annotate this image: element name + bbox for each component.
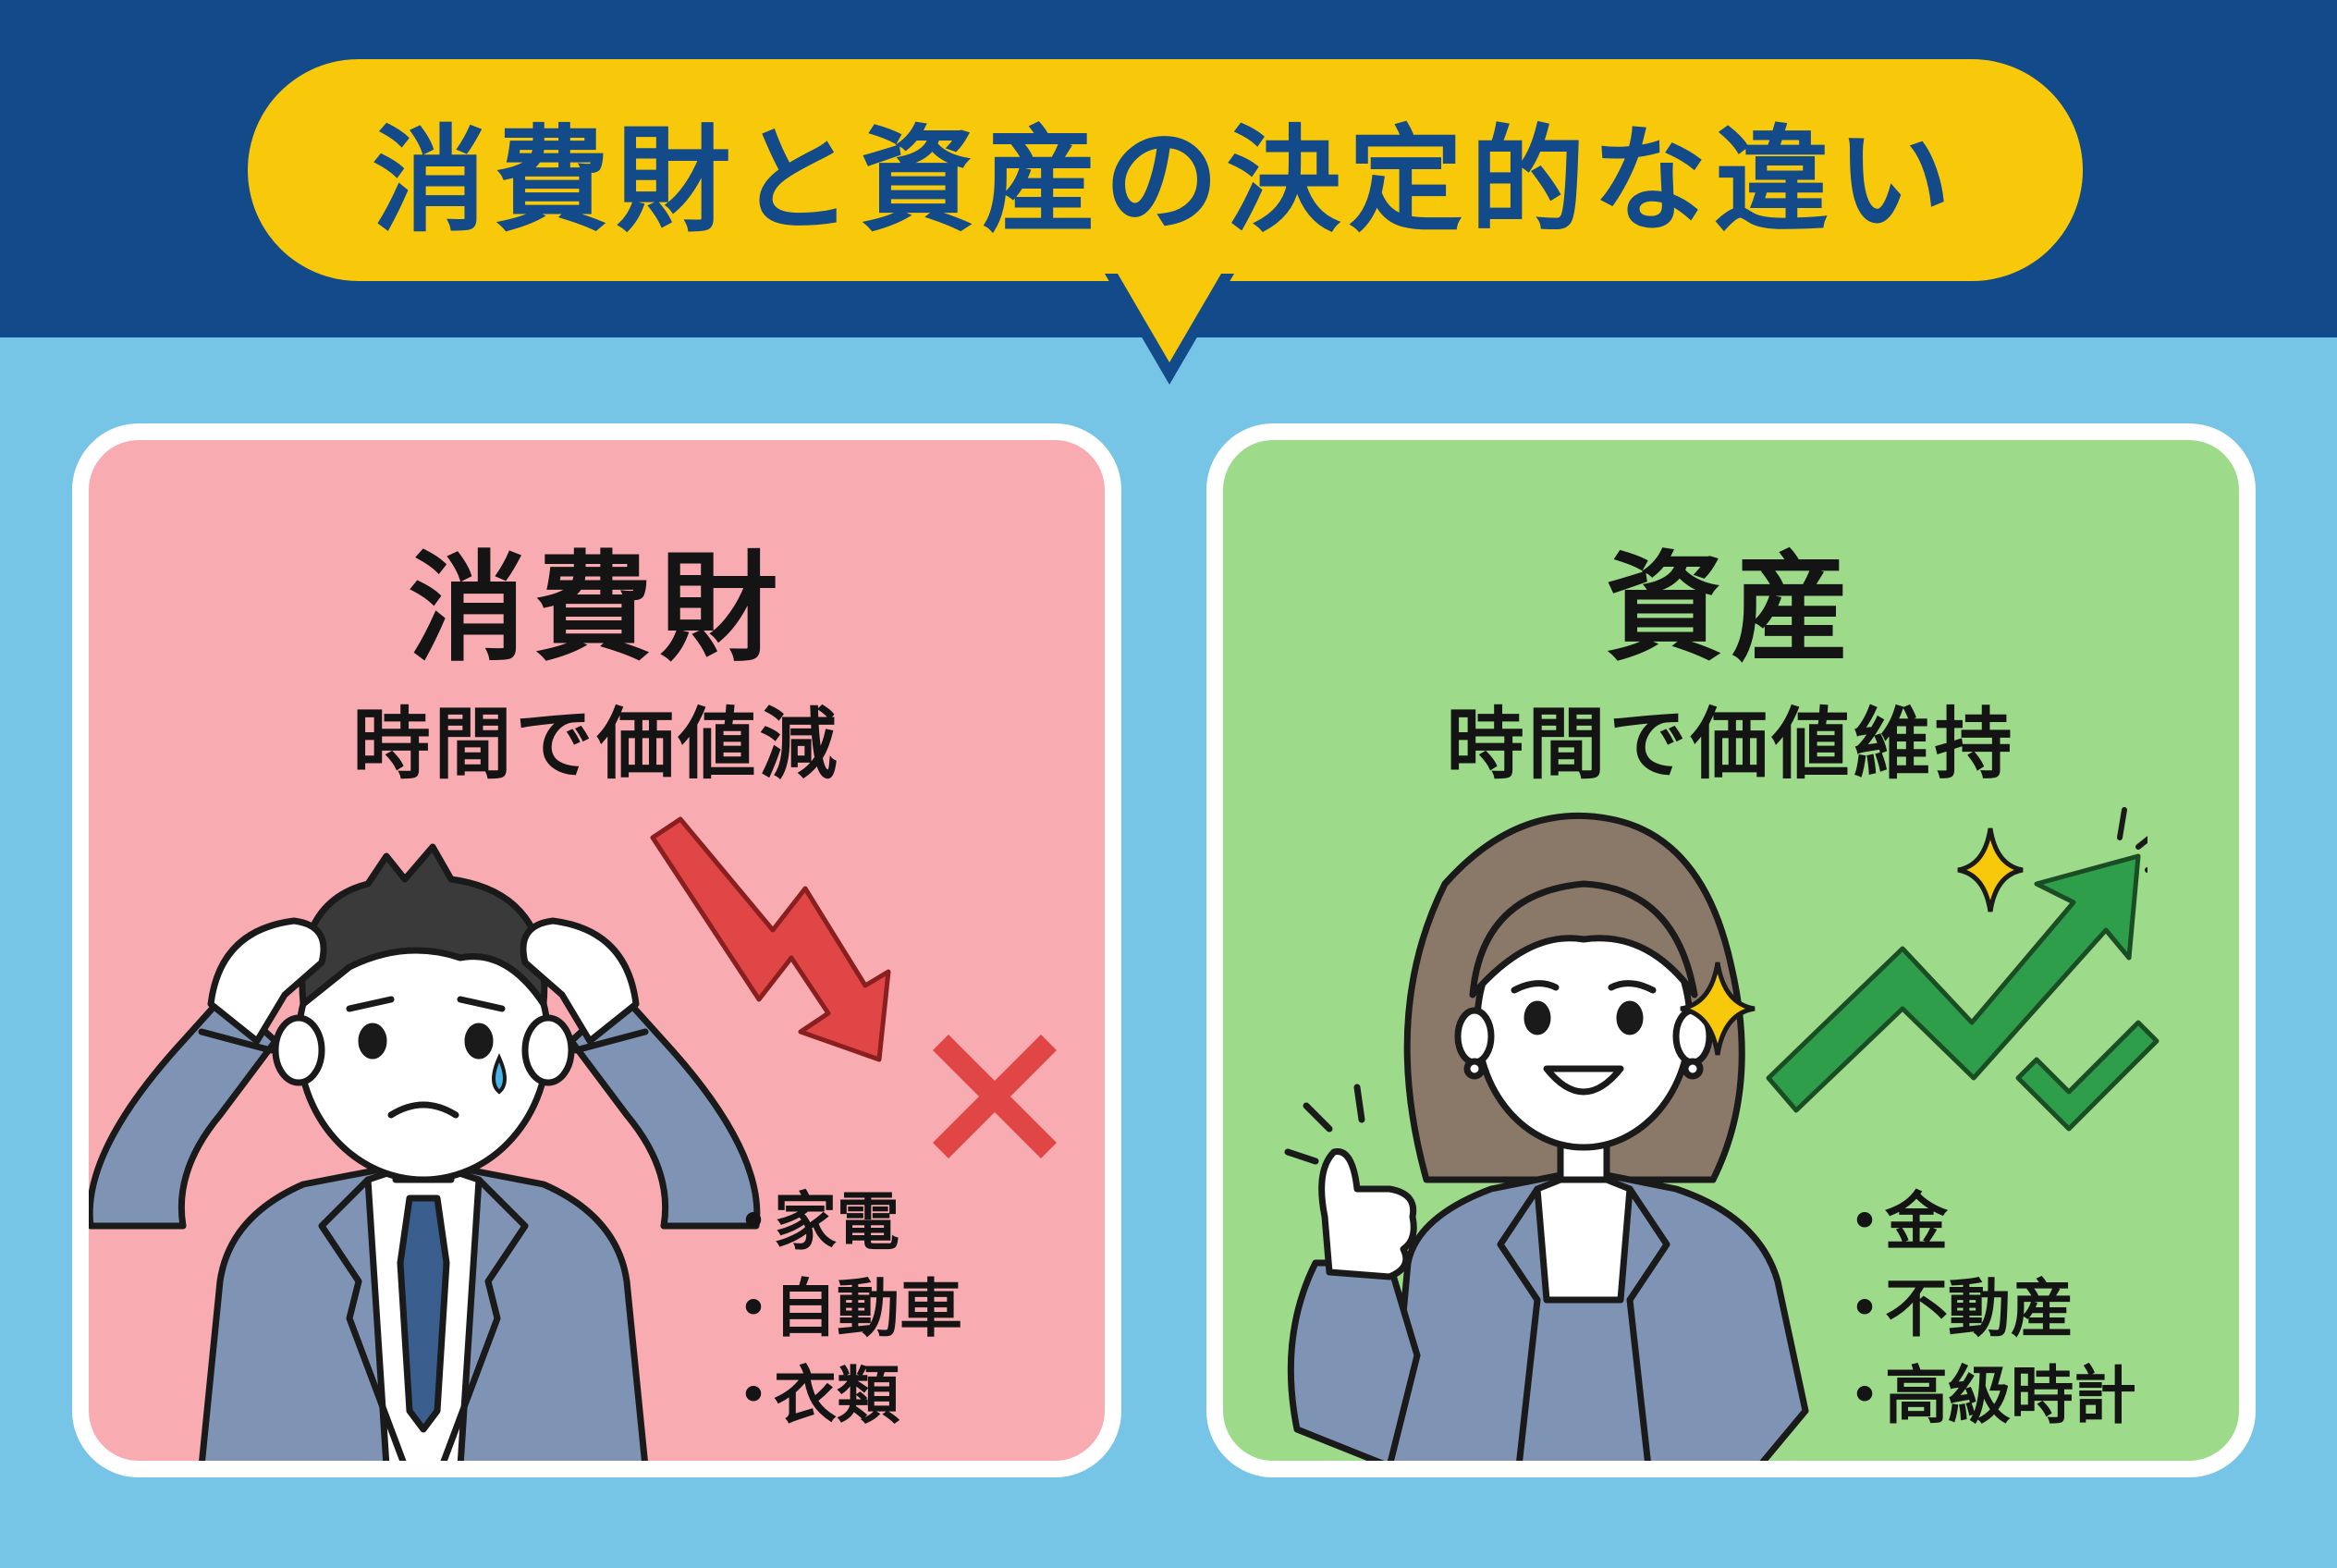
check-mark-icon xyxy=(2015,1020,2160,1132)
list-item: ・金 xyxy=(1833,1186,1949,1259)
consumer-goods-card: 消費財 時間で価値減 xyxy=(72,423,1121,1477)
sparkle-icon xyxy=(1957,827,2024,913)
consumer-goods-heading: 消費財 xyxy=(408,540,786,678)
title-bubble: 消費財と資産の決定的な違い xyxy=(248,59,2083,281)
consumer-goods-list: ・家電 ・自動車 ・衣類 xyxy=(722,1180,962,1440)
asset-list: ・金 ・不動産 ・高級時計 xyxy=(1833,1180,2136,1440)
asset-heading: 資産 xyxy=(1605,540,1857,678)
page-title: 消費財と資産の決定的な違い xyxy=(372,115,1959,248)
cross-mark-icon xyxy=(933,1035,1057,1158)
up-trend-arrow-icon xyxy=(1766,807,2147,1113)
list-item: ・不動産 xyxy=(1833,1273,2074,1346)
asset-subheading: 時間で価値維持 xyxy=(1446,699,2016,790)
asset-card: 資産 時間で価値維持 xyxy=(1206,423,2256,1477)
worried-man-illustration xyxy=(89,843,761,1461)
confident-woman-illustration xyxy=(1284,812,1809,1461)
sparkle-icon xyxy=(1680,962,1756,1056)
tear-drop-icon xyxy=(492,1053,507,1095)
list-item: ・高級時計 xyxy=(1833,1360,2137,1433)
speech-bubble-tail xyxy=(1105,274,1234,385)
down-trend-arrow-icon xyxy=(650,816,891,1062)
list-item: ・家電 xyxy=(722,1186,900,1259)
list-item: ・自動車 xyxy=(722,1273,963,1346)
list-item: ・衣類 xyxy=(722,1360,900,1433)
consumer-goods-subheading: 時間で価値減 xyxy=(352,699,841,790)
